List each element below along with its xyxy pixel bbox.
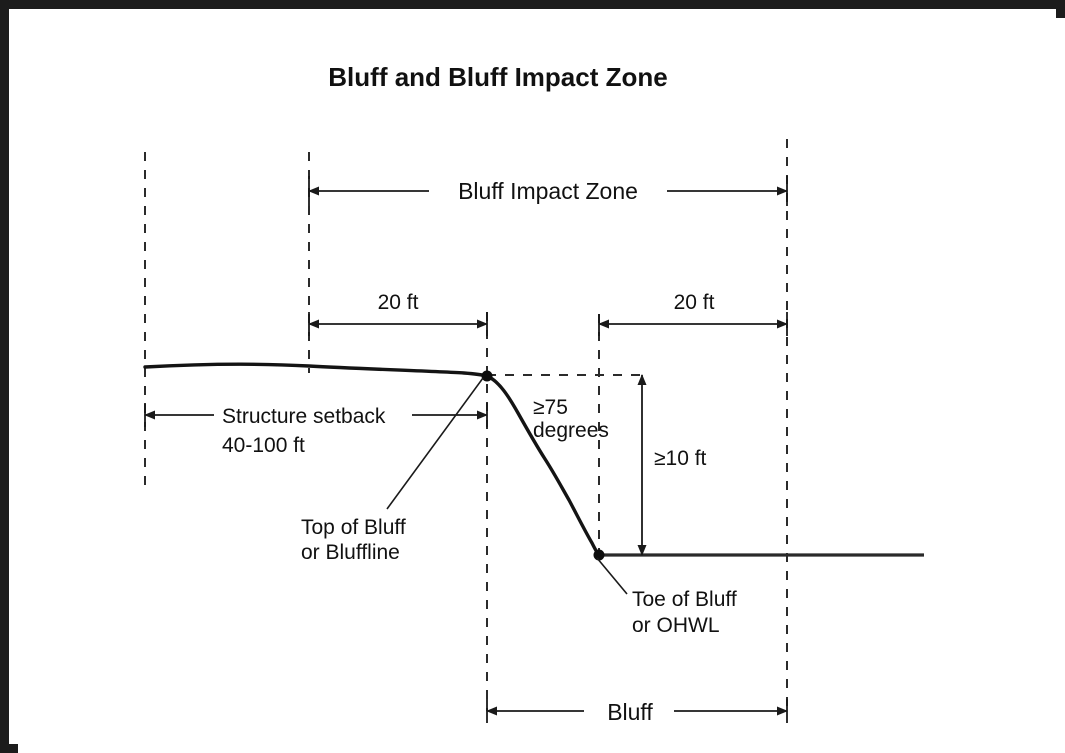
dimension-structure-setback: Structure setback 40-100 ft (144, 403, 488, 457)
bluff-impact-zone-label: Bluff Impact Zone (458, 178, 638, 204)
top-of-bluff-label-line1: Top of Bluff (301, 516, 406, 539)
top-of-bluff-leader (386, 377, 484, 510)
toe-of-bluff-point (593, 549, 605, 561)
bluff-diagram: Bluff and Bluff Impact Zone Bluff Impact… (143, 62, 924, 725)
angle-label-line1: ≥75 (533, 396, 568, 419)
callout-top-of-bluff: Top of Bluff or Bluffline (301, 377, 484, 564)
bluff-height-label: ≥10 ft (654, 447, 707, 470)
structure-setback-label-line1: Structure setback (222, 405, 386, 428)
ground-profile (143, 362, 601, 557)
callout-toe-of-bluff: Toe of Bluff or OHWL (596, 557, 737, 637)
dimension-bluff-impact-zone: Bluff Impact Zone (308, 176, 788, 206)
figure-canvas: Bluff and Bluff Impact Zone Bluff Impact… (18, 18, 1065, 753)
angle-label-line2: degrees (533, 419, 609, 442)
top-of-bluff-point (481, 370, 493, 382)
toe-of-bluff-label-line1: Toe of Bluff (632, 588, 737, 611)
dimension-bluff-height: ≥10 ft (637, 374, 707, 556)
top-of-bluff-label-line2: or Bluffline (301, 541, 400, 564)
structure-setback-label-line2: 40-100 ft (222, 434, 305, 457)
bluff-extent-label: Bluff (607, 699, 653, 725)
bluff-angle-note: ≥75 degrees (533, 396, 609, 442)
setback-right-20ft-label: 20 ft (674, 291, 715, 314)
page-title: Bluff and Bluff Impact Zone (328, 62, 667, 92)
dimension-setback-left-20ft: 20 ft (308, 291, 488, 336)
dimension-bluff-extent: Bluff (486, 699, 788, 725)
dimension-setback-right-20ft: 20 ft (598, 291, 788, 336)
toe-of-bluff-label-line2: or OHWL (632, 614, 720, 637)
toe-of-bluff-leader (596, 557, 628, 595)
setback-left-20ft-label: 20 ft (378, 291, 419, 314)
